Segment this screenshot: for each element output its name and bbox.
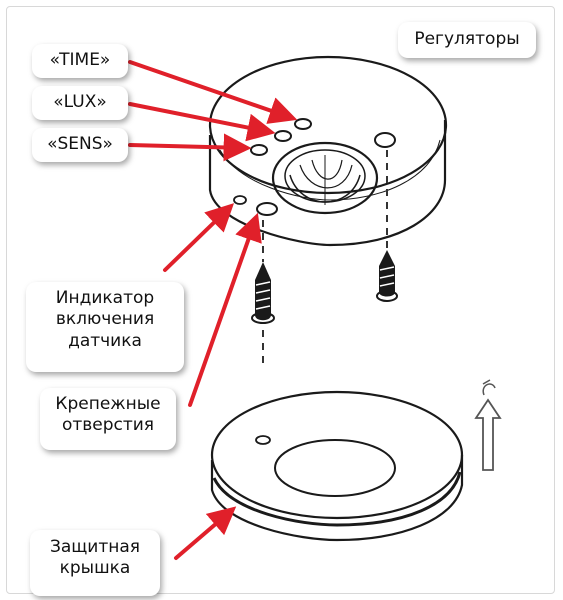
cover-side	[210, 455, 464, 542]
label-indicator: Индикатор включения датчика	[26, 282, 184, 372]
arrow-holes	[188, 212, 262, 407]
label-holes-line: отверстия	[61, 415, 155, 436]
knob-time	[294, 118, 312, 130]
indicator-led	[233, 195, 247, 205]
label-sens: «SENS»	[32, 128, 128, 162]
guide-lines	[262, 150, 388, 365]
regulator-knobs	[250, 118, 312, 156]
arrow-lux	[128, 102, 276, 142]
label-time: «TIME»	[32, 44, 128, 78]
label-time-text: «TIME»	[49, 50, 111, 70]
cover-recess	[274, 439, 396, 497]
label-mounting-holes: Крепежные отверстия	[40, 388, 176, 450]
label-lux-text: «LUX»	[53, 92, 107, 112]
sensor-body-side	[208, 120, 447, 247]
sensor-rim-inner	[219, 139, 441, 201]
protective-cover	[210, 390, 464, 542]
label-sens-text: «SENS»	[47, 134, 113, 154]
sensor-body	[208, 55, 448, 247]
knob-sens	[250, 144, 268, 156]
direction-arrow	[474, 379, 502, 471]
arrow-cover	[174, 506, 237, 560]
label-cover-line: Защитная	[49, 537, 141, 557]
label-protective-cover: Защитная крышка	[30, 530, 160, 596]
screw-left	[251, 262, 275, 324]
arrow-sens	[128, 133, 252, 162]
knob-lux	[274, 130, 292, 142]
label-regulators: Регуляторы	[398, 22, 536, 58]
arrow-indicator	[163, 203, 235, 272]
arrow-time	[128, 60, 298, 124]
label-holes-line: Крепежные	[55, 394, 161, 414]
image-frame	[6, 6, 555, 594]
cover-top	[210, 390, 464, 520]
sensor-body-top	[208, 55, 448, 195]
label-indicator-line: датчика	[68, 330, 142, 351]
pointer-arrows	[128, 60, 298, 560]
label-lux: «LUX»	[32, 86, 128, 120]
sensor-lens	[271, 141, 379, 215]
mounting-holes	[256, 132, 396, 216]
label-regulators-text: Регуляторы	[414, 29, 520, 49]
cover-hole	[255, 435, 271, 445]
label-indicator-line: включения	[55, 309, 155, 330]
screw-right	[376, 250, 398, 302]
label-indicator-line: Индикатор	[55, 288, 155, 308]
label-cover-line: крышка	[59, 558, 131, 579]
